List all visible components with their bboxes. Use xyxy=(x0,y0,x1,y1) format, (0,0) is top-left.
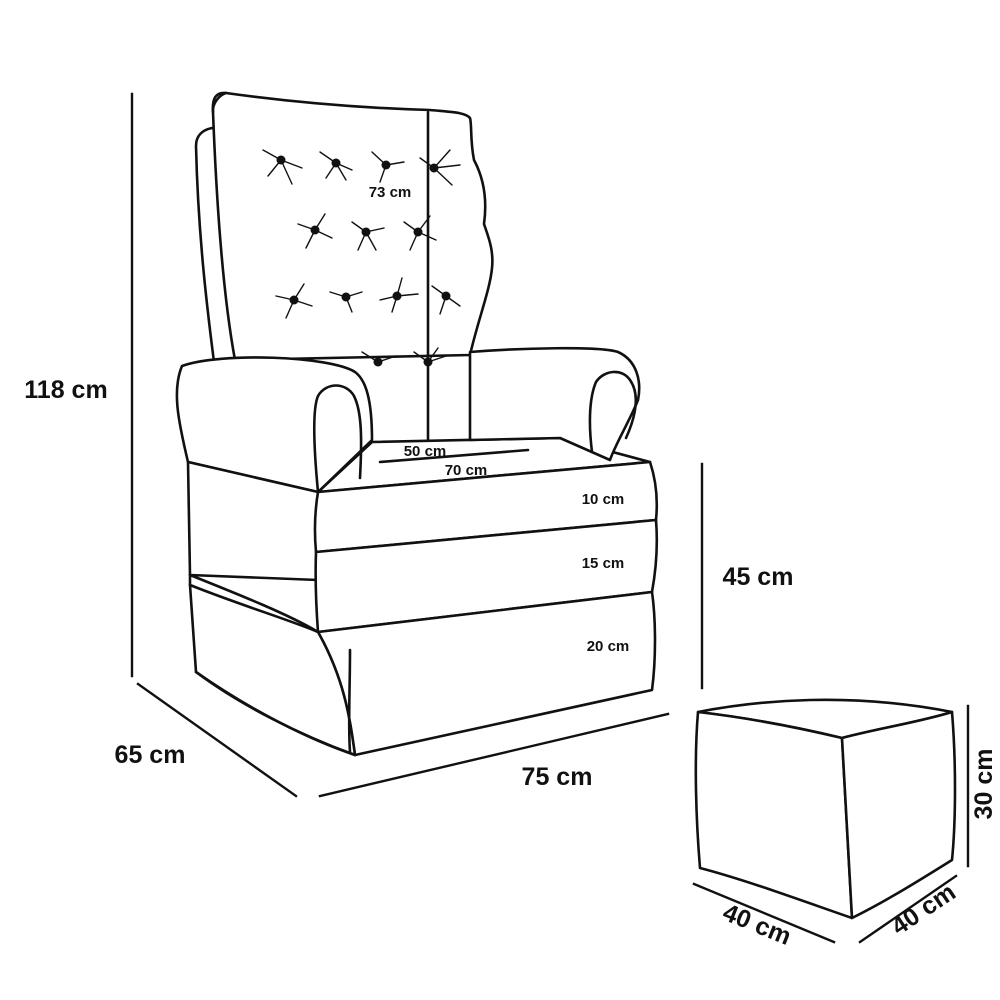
skirt-pleat xyxy=(347,648,352,754)
width-dimension-line xyxy=(318,712,670,798)
ottoman-width-dimension-line xyxy=(692,882,836,944)
backrest-height-label: 73 cm xyxy=(369,184,412,201)
ottoman-front xyxy=(694,710,854,920)
ottoman-depth-dimension-line xyxy=(858,874,958,944)
armchair xyxy=(175,91,659,757)
armchair-right-arm xyxy=(468,346,641,462)
armchair-height-label: 118 cm xyxy=(24,376,107,404)
ottoman-side xyxy=(840,710,957,920)
depth-dimension-line xyxy=(136,682,298,798)
armchair-width-label: 75 cm xyxy=(522,763,593,791)
seat-width-label: 70 cm xyxy=(445,462,488,479)
skirt-label: 20 cm xyxy=(587,638,630,655)
seat-height-label: 45 cm xyxy=(723,563,794,591)
ottoman xyxy=(694,698,957,920)
seat-depth-label: 50 cm xyxy=(404,443,447,460)
seat-depth-guide xyxy=(378,448,530,464)
ottoman-height-label: 30 cm xyxy=(970,749,998,820)
right-arm-scroll xyxy=(588,370,638,454)
armchair-back-frame xyxy=(194,126,216,364)
dimension-lines xyxy=(130,92,970,944)
armchair-back-cushion xyxy=(211,91,494,362)
left-arm-scroll xyxy=(312,384,363,494)
band-label: 15 cm xyxy=(582,555,625,572)
ottoman-width-label: 40 cm xyxy=(719,898,795,951)
cushion-label: 10 cm xyxy=(582,491,625,508)
armchair-depth-label: 65 cm xyxy=(115,741,186,769)
